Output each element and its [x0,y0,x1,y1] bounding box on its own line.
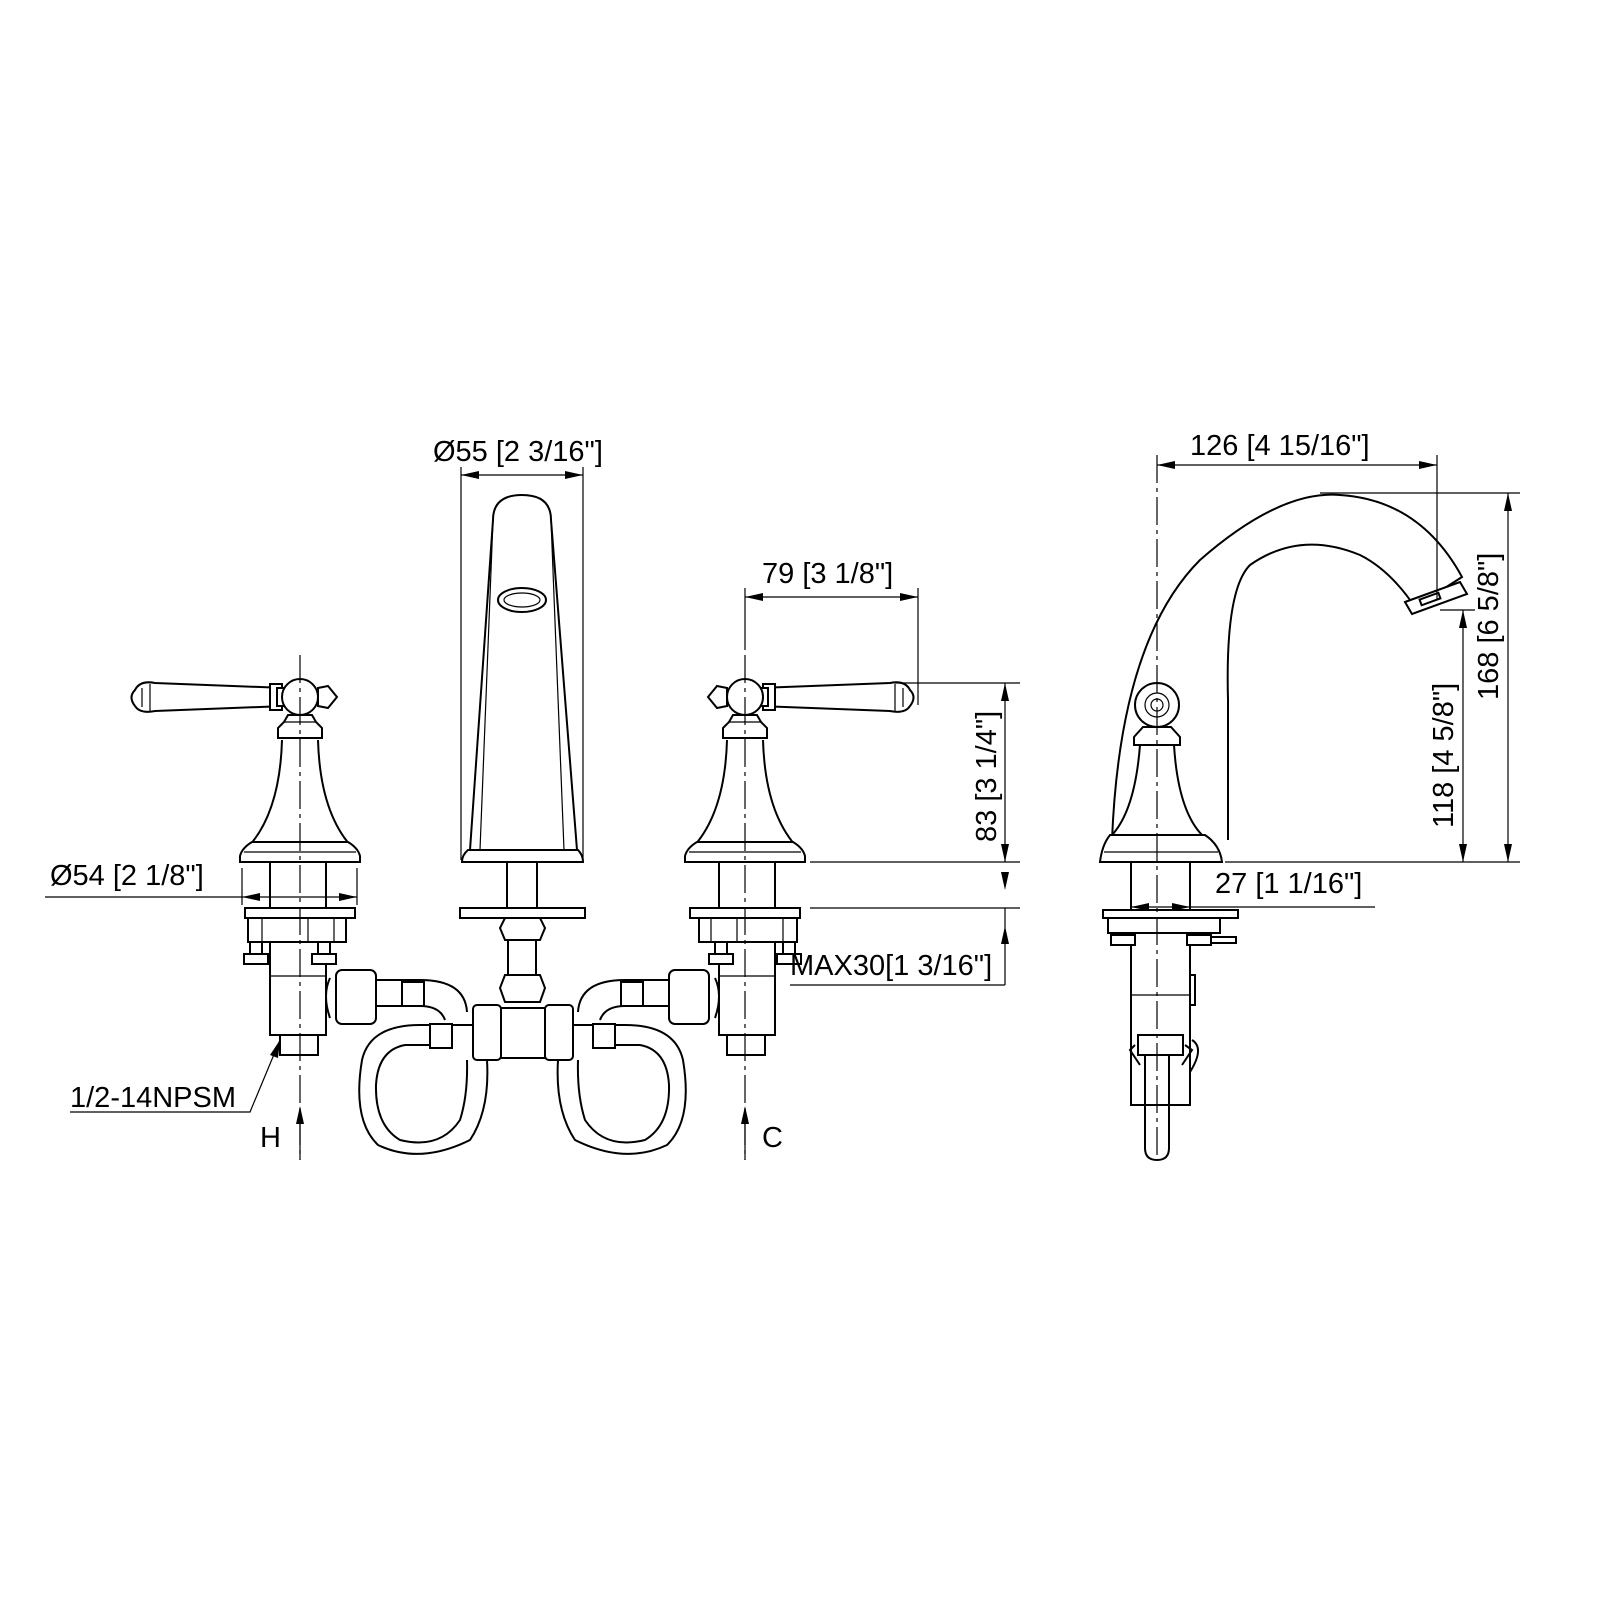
handle-reach-label: 79 [3 1/8"] [762,558,893,590]
spout-diameter-label: Ø55 [2 3/16"] [433,436,603,468]
front-view: Ø55 [2 3/16"] 79 [3 1/8"] 83 [3 1/4"] MA… [45,436,1020,1160]
thread-spec-label: 1/2-14NPSM [70,1082,236,1114]
spout-outlet-height-label: 118 [4 5/8"] [1428,683,1460,828]
hot-label: H [260,1122,281,1154]
shank-diameter-label: 27 [1 1/16"] [1215,868,1362,900]
spout-total-height-label: 168 [6 5/8"] [1473,553,1505,700]
max-deck-thickness-label: MAX30[1 3/16"] [790,950,992,982]
cold-label: C [762,1122,783,1154]
side-view: 126 [4 15/16"] 118 [4 5/8"] 168 [6 5/8"]… [1098,430,1520,1162]
base-diameter-label: Ø54 [2 1/8"] [50,860,204,892]
handle-height-label: 83 [3 1/4"] [971,711,1003,842]
supply-hoses [325,969,720,1155]
spout-reach-label: 126 [4 15/16"] [1190,430,1370,462]
spout-front [459,493,586,1059]
